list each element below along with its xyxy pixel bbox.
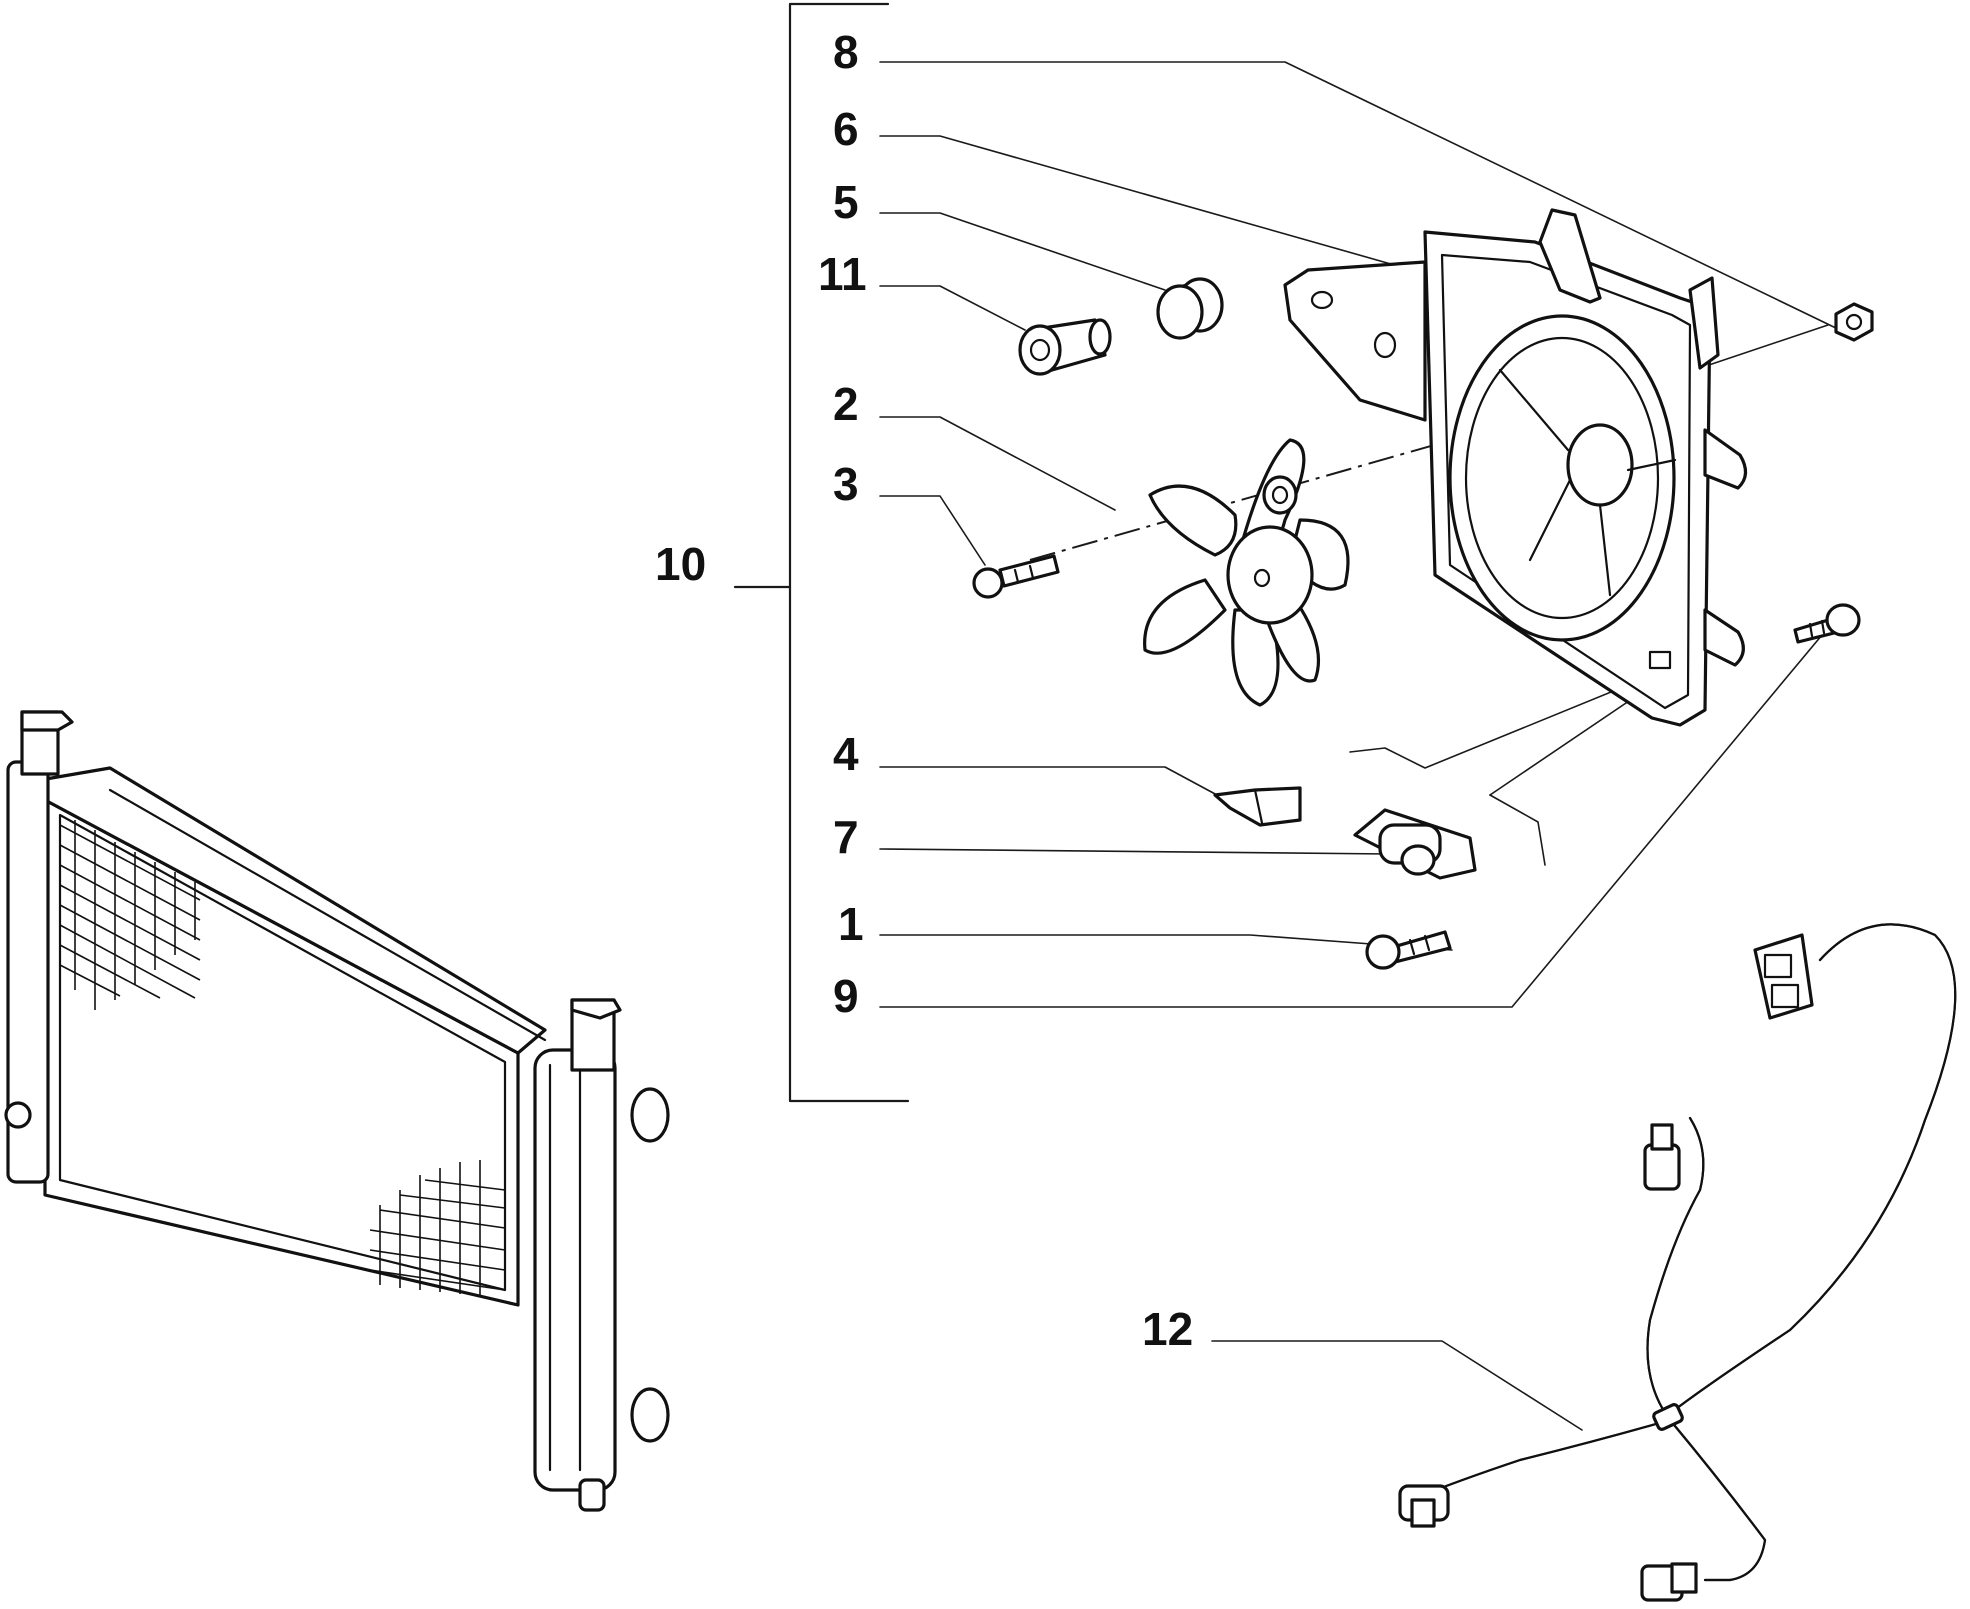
callout-10: 10: [655, 538, 706, 590]
group-bracket-10: [733, 2, 910, 1103]
radiator: [4, 710, 670, 1512]
callout-1: 1: [838, 898, 864, 950]
callout-labels: 8 6 5 11 2 3 10 4 7 1 9 12: [655, 26, 1193, 1355]
screw-3: [972, 554, 1060, 599]
callout-5: 5: [833, 176, 859, 228]
callout-12: 12: [1142, 1303, 1193, 1355]
fan-shroud: [1283, 208, 1748, 727]
connector-bottom: [1640, 1562, 1698, 1602]
callout-6: 6: [833, 103, 859, 155]
callout-4: 4: [833, 728, 859, 780]
callout-11: 11: [818, 248, 867, 300]
callout-7: 7: [833, 811, 859, 863]
fan-blade: [1143, 438, 1350, 707]
spacer-11: [1018, 318, 1112, 376]
resistor-7: [1353, 808, 1477, 880]
assembly-axis: [1029, 404, 1576, 561]
callout-2: 2: [833, 378, 859, 430]
connector-top: [1753, 933, 1814, 1020]
callout-9: 9: [833, 970, 859, 1022]
connector-left: [1398, 1484, 1450, 1528]
leader-lines: [879, 61, 1841, 1431]
nut-8: [1834, 302, 1874, 342]
bolt-1: [1365, 930, 1452, 970]
callout-3: 3: [833, 458, 859, 510]
bolt-9: [1793, 603, 1861, 644]
bushing-5: [1156, 277, 1224, 340]
connector-middle: [1643, 1123, 1681, 1191]
callout-8: 8: [833, 26, 859, 78]
clip-4: [1213, 786, 1302, 827]
wiring-harness-12: [1398, 923, 1957, 1602]
